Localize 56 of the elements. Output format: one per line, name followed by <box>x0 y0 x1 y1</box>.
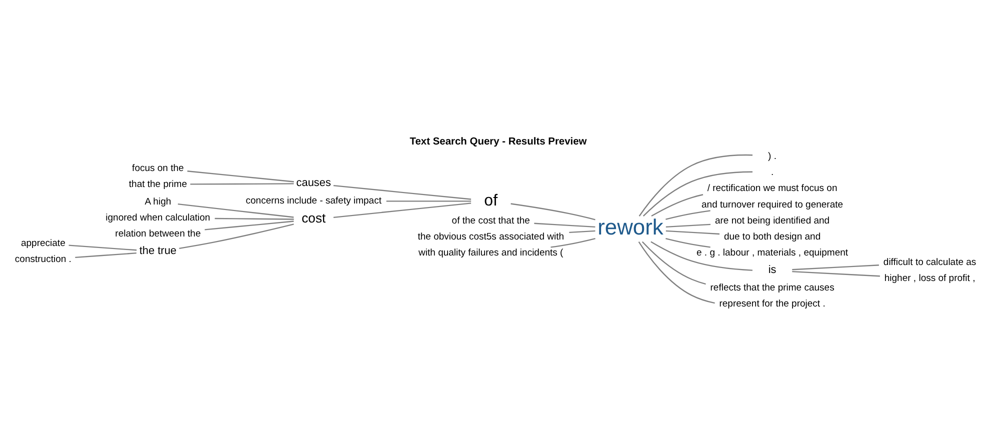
connector <box>638 154 753 216</box>
connector <box>550 237 596 248</box>
node-text: represent for the project . <box>719 298 826 310</box>
node-text: construction . <box>14 254 72 265</box>
connector <box>333 184 472 200</box>
connector <box>666 237 710 248</box>
connector <box>666 210 710 220</box>
connector <box>792 270 880 276</box>
node-text: focus on the <box>132 162 184 174</box>
node-text: appreciate <box>21 238 66 249</box>
connector <box>187 170 294 182</box>
node-text: with quality failures and incidents ( <box>418 247 564 258</box>
node-text: of <box>484 190 498 209</box>
connector <box>178 203 294 218</box>
connector <box>534 222 596 228</box>
connector <box>651 194 704 216</box>
connector <box>642 170 752 216</box>
node-text: e . g . labour , materials , equipment <box>696 247 848 258</box>
connector <box>569 230 596 233</box>
connector <box>75 252 136 258</box>
node-text: the obvious cost5s associated with <box>418 230 564 242</box>
node-text: ) . <box>768 150 777 162</box>
node-text: ignored when calculation <box>106 212 210 223</box>
diagram-title: Text Search Query - Results Preview <box>410 136 587 147</box>
connector <box>179 223 294 248</box>
node-text: causes <box>296 176 331 189</box>
connector <box>642 240 706 284</box>
node-text: of the cost that the <box>452 214 530 226</box>
connector <box>204 220 294 230</box>
node-text: difficult to calculate as <box>883 256 976 268</box>
connector <box>214 217 294 220</box>
node-text: / rectification we must focus on <box>707 182 838 194</box>
node-text: . <box>770 166 774 178</box>
node-text: that the prime <box>128 178 187 190</box>
connector <box>666 223 711 228</box>
connector <box>68 244 137 250</box>
node-text: are not being identified and <box>714 214 830 226</box>
connector <box>666 230 720 234</box>
connector <box>650 240 752 270</box>
node-text: due to both design and <box>724 230 821 242</box>
node-text: rework <box>598 214 664 239</box>
node-text: is <box>768 264 776 276</box>
node-text: reflects that the prime causes <box>710 282 834 294</box>
connector <box>510 202 596 220</box>
node-text: concerns include - safety impact <box>246 195 382 206</box>
node-text: A high <box>144 196 172 207</box>
node-text: cost <box>302 210 326 226</box>
node-text: higher , loss of profit , <box>884 272 976 284</box>
node-text: relation between the <box>115 228 201 240</box>
connector <box>792 264 879 270</box>
node-text: and turnover required to generate <box>702 198 844 210</box>
connector <box>638 240 715 304</box>
connector <box>333 202 472 218</box>
connector <box>386 200 472 202</box>
connector <box>190 182 294 184</box>
node-text: the true <box>139 244 177 257</box>
